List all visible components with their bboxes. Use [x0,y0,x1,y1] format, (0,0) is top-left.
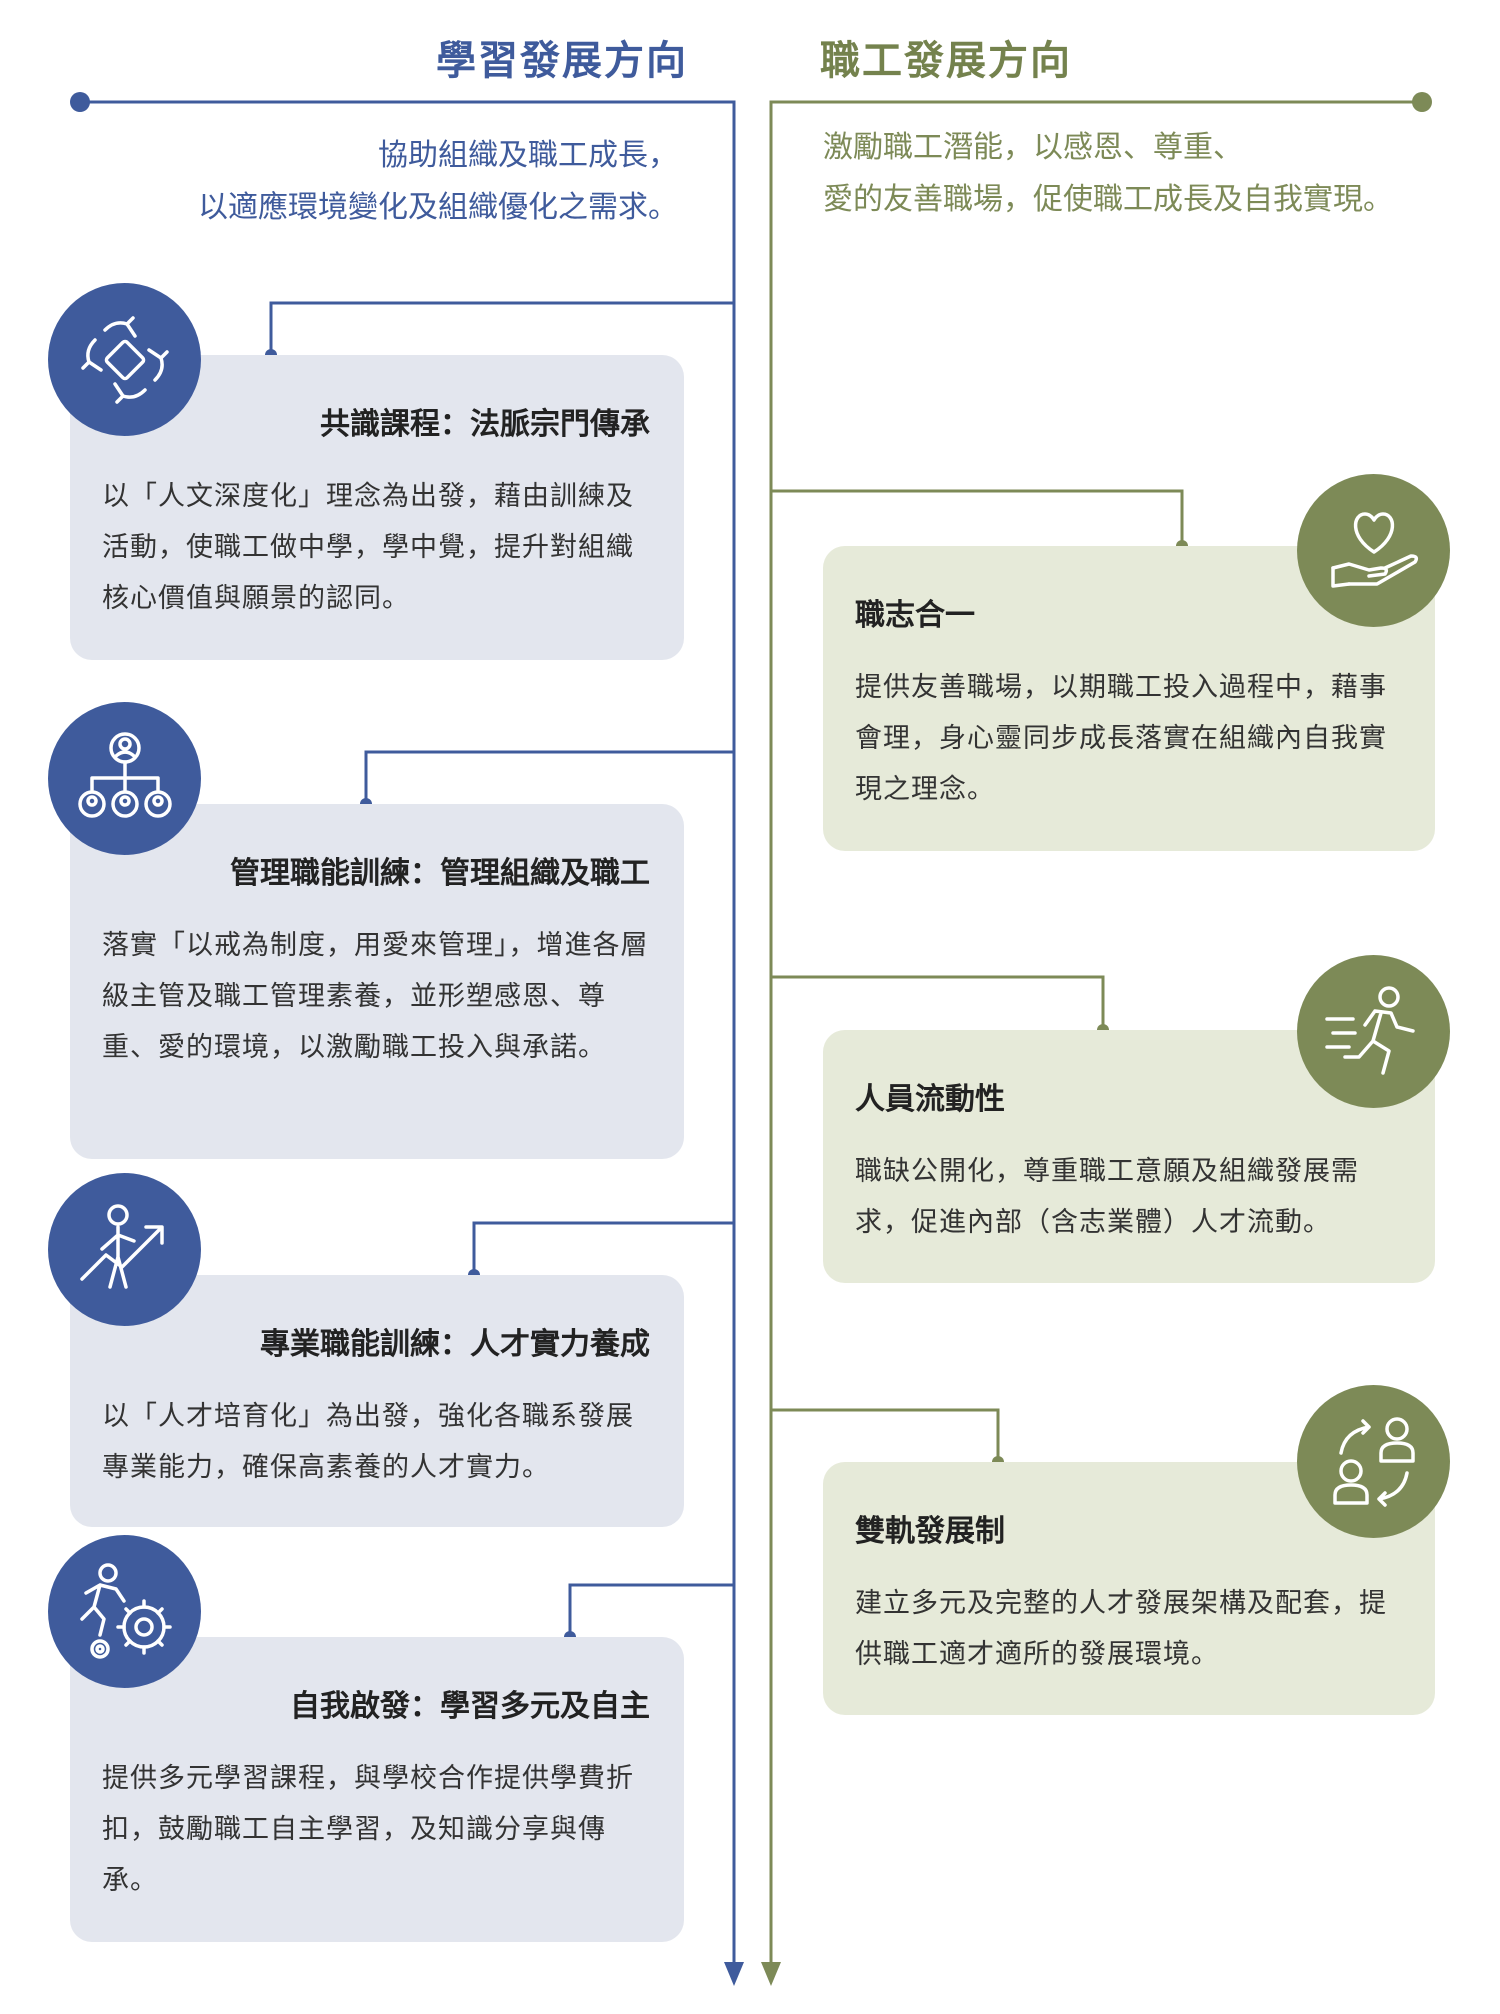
joined-hands-icon [48,283,201,436]
learning-connector-4 [568,1583,734,1637]
learning-intro-line: 協助組織及職工成長， [378,138,678,173]
staff-intro-line: 激勵職工潛能，以感恩、尊重、 [823,130,1243,165]
card-title: 職志合一 [855,598,975,633]
learning-direction-title: 學習發展方向 [436,37,688,84]
learning-connector-1 [269,301,734,355]
card-body: 提供友善職場，以期職工投入過程中，藉事會理，身心靈同步成長落實在組織內自我實現之… [855,672,1387,805]
staff-connector-3 [771,1408,1000,1462]
learning-axis-line [80,100,736,1968]
staff-direction-title: 職工發展方向 [820,37,1072,84]
card-body: 職缺公開化，尊重職工意願及組織發展需求，促進內部（含志業體）人才流動。 [855,1156,1359,1238]
staff-intro-line: 愛的友善職場，促使職工成長及自我實現。 [823,182,1393,217]
learning-connector-2 [364,750,734,804]
card-title: 共識課程：法脈宗門傳承 [320,407,650,442]
card-title: 專業職能訓練：人才實力養成 [260,1327,650,1362]
learning-intro-line: 以適應環境變化及組織優化之需求。 [198,190,678,225]
staff-axis-start-dot [1412,92,1432,112]
staff-axis-line [769,100,1422,1968]
people-exchange-icon [1297,1385,1450,1538]
card-body: 以「人文深度化」理念為出發，藉由訓練及活動，使職工做中學，學中覺，提升對組織核心… [102,481,634,614]
staff-connector-1 [771,489,1184,546]
card-body: 以「人才培育化」為出發，強化各職系發展專業能力，確保高素養的人才實力。 [102,1401,634,1483]
runner-gears-icon [48,1535,201,1688]
heart-hand-icon [1297,474,1450,627]
learning-intro: 協助組織及職工成長， 以適應環境變化及組織優化之需求。 [198,130,678,234]
card-body: 建立多元及完整的人才發展架構及配套，提供職工適才適所的發展環境。 [855,1588,1387,1670]
learning-axis-arrow [724,1962,744,1986]
running-person-icon [1297,955,1450,1108]
learning-card-management: 管理職能訓練：管理組織及職工 落實「以戒為制度，用愛來管理」，增進各層級主管及職… [70,804,684,1159]
learning-axis-start-dot [70,92,90,112]
learning-connector-3 [472,1221,734,1275]
card-title: 人員流動性 [855,1082,1005,1117]
staff-axis-arrow [761,1962,781,1986]
card-title: 管理職能訓練：管理組織及職工 [230,856,650,891]
staff-intro: 激勵職工潛能，以感恩、尊重、 愛的友善職場，促使職工成長及自我實現。 [823,122,1393,226]
team-hierarchy-icon [48,702,201,855]
learning-card-self-development: 自我啟發：學習多元及自主 提供多元學習課程，與學校合作提供學費折扣，鼓勵職工自主… [70,1637,684,1942]
learning-card-professional: 專業職能訓練：人才實力養成 以「人才培育化」為出發，強化各職系發展專業能力，確保… [70,1275,684,1527]
card-body: 提供多元學習課程，與學校合作提供學費折扣，鼓勵職工自主學習，及知識分享與傳承。 [102,1763,634,1896]
card-title: 自我啟發：學習多元及自主 [290,1689,650,1724]
staff-connector-2 [771,975,1105,1030]
card-title: 雙軌發展制 [855,1514,1005,1549]
growth-person-icon [48,1173,201,1326]
card-body: 落實「以戒為制度，用愛來管理」，增進各層級主管及職工管理素養，並形塑感恩、尊重、… [102,930,649,1063]
staff-card-vocation: 職志合一 提供友善職場，以期職工投入過程中，藉事會理，身心靈同步成長落實在組織內… [823,546,1435,851]
